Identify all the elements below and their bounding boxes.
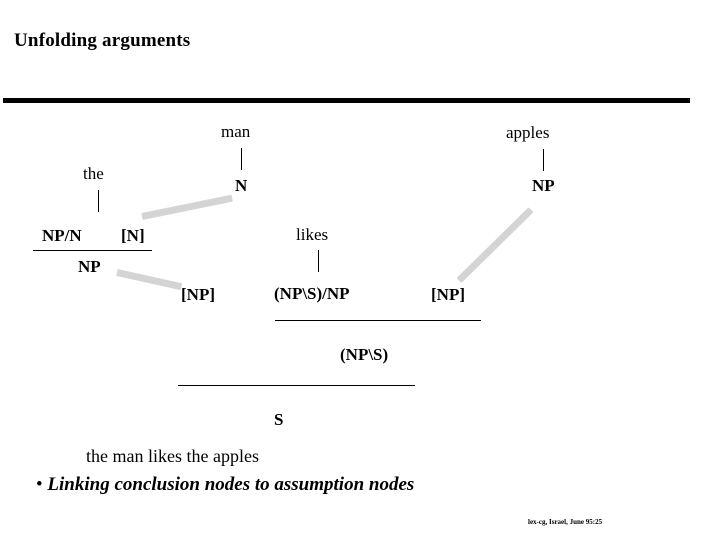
bullet-marker: • [36, 474, 48, 495]
conclusion-nps: (NP\S) [340, 345, 389, 364]
category-n: N [235, 176, 248, 195]
assumption-np-right: [NP] [431, 285, 465, 304]
title-divider [3, 98, 690, 103]
word-the: the [83, 164, 104, 183]
link-likes-to-npsnp [318, 250, 319, 272]
category-np-right: NP [532, 176, 555, 195]
assumption-np-left: [NP] [181, 285, 215, 304]
link-arc-np-right-to-assumption-np-right [456, 207, 534, 283]
bullet-item: • Linking conclusion nodes to assumption… [36, 474, 414, 496]
link-man-to-n [241, 148, 242, 170]
link-arc-n-to-assumption-n [141, 194, 233, 220]
slide-footer: lex-cg, Israel, June 95:25 [528, 518, 603, 526]
word-apples: apples [506, 123, 550, 142]
page-title: Unfolding arguments [14, 30, 191, 51]
word-man: man [221, 122, 251, 141]
derivation-rule-np [33, 250, 152, 251]
assumption-n: [N] [121, 226, 145, 245]
link-arc-np-to-assumption-np-left [116, 269, 183, 291]
category-likes: (NP\S)/NP [274, 284, 350, 303]
link-the-to-npn [98, 190, 99, 212]
conclusion-np: NP [78, 257, 101, 276]
word-likes: likes [296, 225, 329, 244]
derivation-rule-nps [275, 320, 481, 321]
conclusion-s: S [274, 410, 284, 429]
link-apples-to-np [543, 149, 544, 171]
bullet-label: Linking conclusion nodes to assumption n… [47, 474, 415, 495]
category-np-slash-n: NP/N [42, 226, 82, 245]
derived-sentence: the man likes the apples [86, 446, 259, 466]
derivation-rule-s [178, 385, 415, 386]
